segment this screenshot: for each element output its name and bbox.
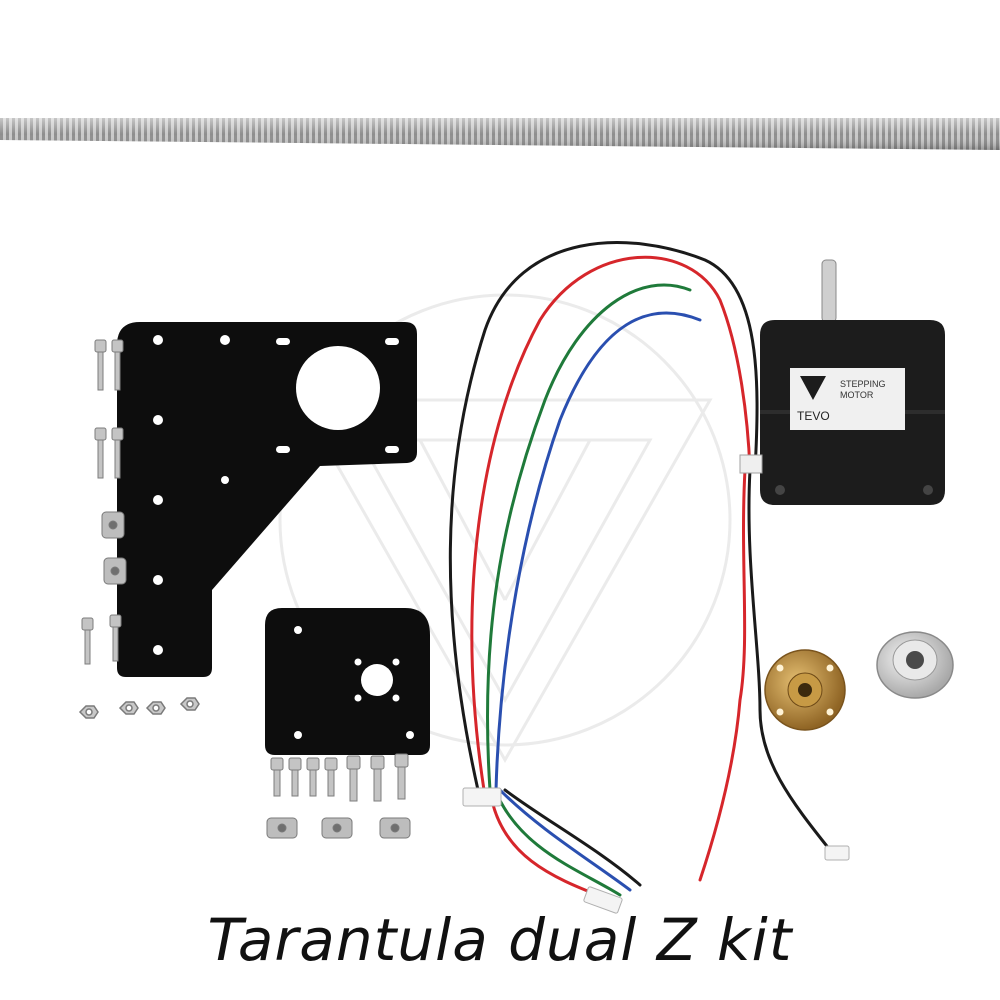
small-mounting-plate (265, 608, 430, 755)
product-caption: Tarantula dual Z kit (207, 906, 793, 974)
cap-screws-left (81, 339, 124, 665)
t-nuts-left (101, 511, 127, 585)
t-nuts-bottom (266, 817, 411, 839)
brass-nut (764, 649, 846, 731)
motor-label-line2: MOTOR (840, 390, 874, 400)
motor-brand-label: TEVO (797, 409, 830, 423)
cap-screws-bottom (270, 753, 409, 802)
hex-nuts (78, 697, 200, 719)
large-mounting-plate (117, 322, 417, 677)
aluminium-pulley (876, 631, 954, 699)
stepper-motor: TEVO STEPPING MOTOR (739, 259, 945, 505)
motor-label-line1: STEPPING (840, 379, 886, 389)
lead-screw (0, 118, 1000, 150)
cable-connector (462, 787, 850, 914)
